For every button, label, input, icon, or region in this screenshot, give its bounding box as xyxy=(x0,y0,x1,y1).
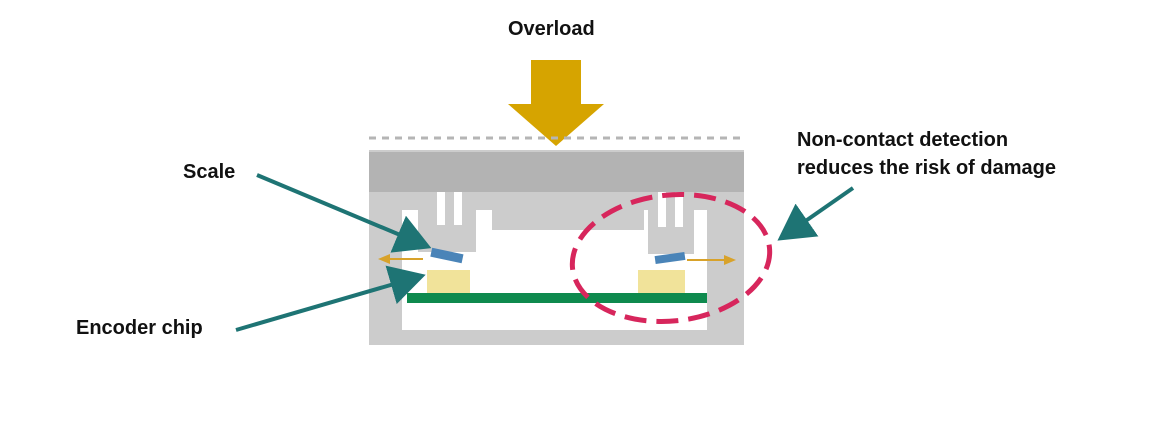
non-contact-label-line-2: reduces the risk of damage xyxy=(797,157,1056,179)
left-holder-slot xyxy=(454,192,462,225)
left-holder-slot xyxy=(437,192,445,225)
encoder-chip-callout-arrow xyxy=(235,265,426,332)
left-motion-arrow-head xyxy=(378,254,390,264)
noncontact-callout-arrow xyxy=(777,186,855,241)
encoder-chip-label: Encoder chip xyxy=(76,317,203,339)
right-scale-holder xyxy=(648,192,694,254)
overload-label: Overload xyxy=(508,18,595,40)
left-scale-holder xyxy=(418,192,476,252)
scale-label: Scale xyxy=(183,161,236,183)
right-holder-slot xyxy=(675,192,683,227)
housing-top-plate xyxy=(369,152,744,192)
scale-callout-arrow xyxy=(256,173,432,253)
overload-arrow xyxy=(508,60,604,146)
left-encoder-chip xyxy=(427,270,470,294)
non-contact-label-line-1: Non-contact detection xyxy=(797,129,1009,151)
right-motion-arrow-head xyxy=(724,255,736,265)
non-contact-highlight-ellipse xyxy=(569,191,773,325)
housing-center-block xyxy=(492,192,644,230)
circuit-board xyxy=(407,293,707,303)
left-scale xyxy=(430,247,464,264)
non-contact-detection-label: Non-contact detection reduces the risk o… xyxy=(797,126,1056,182)
right-encoder-chip xyxy=(638,270,685,294)
right-holder-slot xyxy=(658,192,666,227)
right-scale xyxy=(654,251,686,265)
